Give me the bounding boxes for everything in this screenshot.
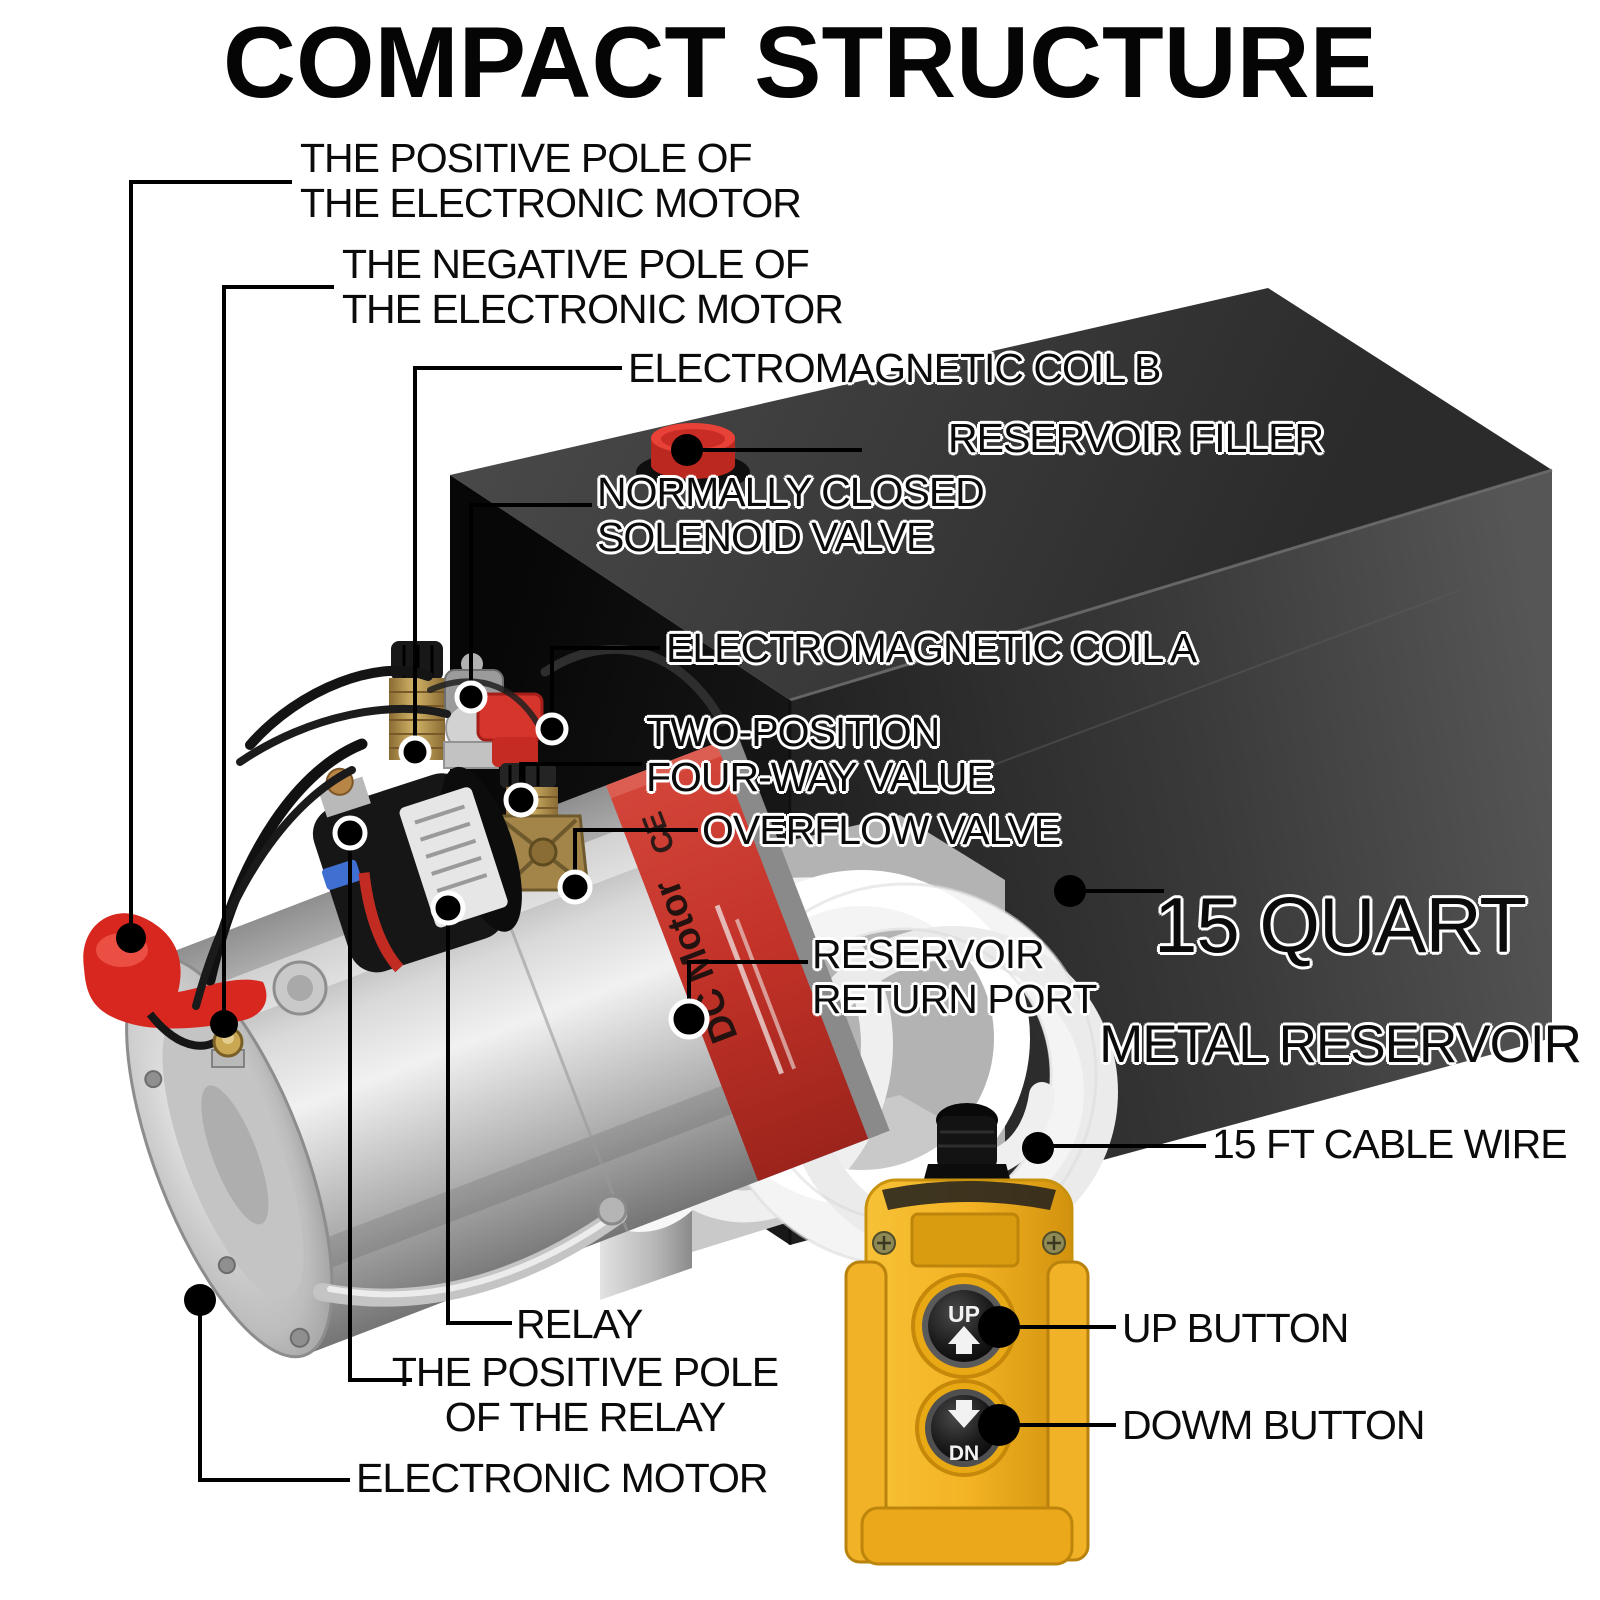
callout-negative-pole-motor: THE NEGATIVE POLE OF THE ELECTRONIC MOTO… xyxy=(342,241,844,332)
remote-screw-right xyxy=(1042,1231,1066,1255)
up-arrow-icon xyxy=(948,1326,980,1354)
up-button-text: UP xyxy=(948,1301,980,1327)
callout-up-button: UP BUTTON xyxy=(1122,1305,1349,1351)
callout-two-position-four-way-value: TWO-POSITION FOUR-WAY VALUE xyxy=(646,709,994,800)
callout-overflow-valve: OVERFLOW VALVE xyxy=(702,807,1061,853)
callout-reservoir-return-port: RESERVOIR RETURN PORT xyxy=(812,931,1097,1022)
callout-positive-pole-motor: THE POSITIVE POLE OF THE ELECTRONIC MOTO… xyxy=(300,135,802,226)
callout-quart-metal-reservoir: 15 QUART METAL RESERVOIR xyxy=(1060,838,1600,1119)
holster-bottom xyxy=(860,1506,1074,1566)
callout-electromagnetic-coil-a: ELECTROMAGNETIC COIL A xyxy=(666,625,1197,671)
callout-relay: RELAY xyxy=(516,1301,643,1347)
down-arrow-icon xyxy=(948,1400,980,1428)
callout-normally-closed-solenoid-valve: NORMALLY CLOSED SOLENOID VALVE xyxy=(597,469,985,560)
callout-cable-wire: 15 FT CABLE WIRE xyxy=(1212,1121,1568,1167)
wire-harness xyxy=(192,645,727,1010)
page-title: COMPACT STRUCTURE xyxy=(223,7,1377,119)
remote-screw-left xyxy=(872,1231,896,1255)
remote-control: UP DN xyxy=(844,1103,1090,1566)
callout-electronic-motor: ELECTRONIC MOTOR xyxy=(356,1455,768,1501)
remote-up-button: UP xyxy=(911,1273,1017,1379)
reservoir-top-face xyxy=(450,288,1552,700)
remote-label-recess xyxy=(910,1212,1020,1268)
callout-down-button: DOWM BUTTON xyxy=(1122,1402,1426,1448)
callout-positive-pole-relay: THE POSITIVE POLE OF THE RELAY xyxy=(391,1349,779,1440)
callout-electromagnetic-coil-b: ELECTROMAGNETIC COIL B xyxy=(628,345,1161,391)
braided-hose xyxy=(313,1194,628,1307)
leader-dots xyxy=(116,434,1086,1446)
down-button-text: DN xyxy=(949,1442,979,1465)
quart-line1: 15 QUART xyxy=(1153,880,1527,969)
leader-lines xyxy=(129,180,1206,1482)
valve-ribbed-nut xyxy=(500,763,556,788)
relay-spec-label xyxy=(399,787,508,928)
callout-reservoir-filler: RESERVOIR FILLER xyxy=(948,415,1324,461)
holster-left-rail xyxy=(844,1260,888,1564)
remote-down-button: DN xyxy=(915,1379,1013,1477)
coil-a-red-block xyxy=(492,737,538,767)
quart-line2: METAL RESERVOIR xyxy=(1099,1015,1582,1075)
